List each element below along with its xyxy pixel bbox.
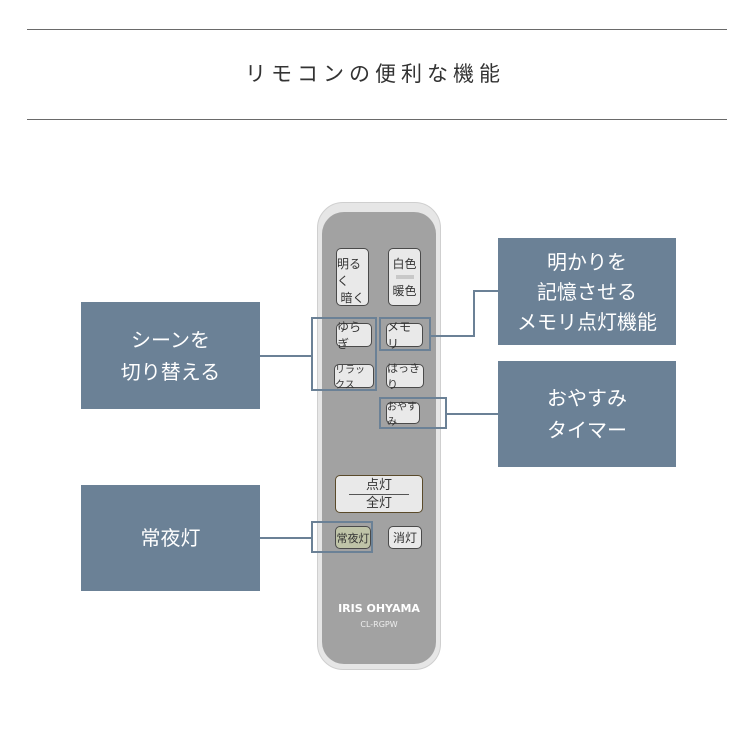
power-full-label: 全灯 [365, 495, 392, 511]
power-button[interactable]: 点灯 全灯 [335, 475, 423, 513]
brand-logo: IRIS OHYAMA [338, 602, 420, 615]
callout-sleep-timer: おやすみ タイマー [498, 361, 676, 467]
off-button[interactable]: 消灯 [388, 526, 422, 549]
callout-sleep-line-1: おやすみ [547, 386, 627, 410]
color-warm-label: 暖色 [392, 284, 417, 298]
callout-sleep-line-2: タイマー [547, 418, 627, 442]
callout-scene-line-2: 切り替える [120, 359, 221, 384]
relax-button[interactable]: リラックス [334, 364, 374, 391]
brightness-button[interactable]: 明るく 暗く [336, 248, 369, 306]
callout-memory: 明かりを 記憶させる メモリ点灯機能 [498, 238, 676, 345]
callout-memory-line-3: メモリ点灯機能 [517, 309, 657, 334]
power-on-label: 点灯 [365, 477, 392, 493]
color-divider [395, 275, 414, 279]
yuragi-button[interactable]: ゆらぎ [336, 320, 372, 351]
scene-highlight-frame [311, 317, 377, 391]
top-rule [27, 29, 727, 30]
callout-memory-line-1: 明かりを [547, 249, 627, 274]
brightness-down-label: 暗く [340, 291, 365, 305]
page-title: リモコンの便利な機能 [245, 62, 505, 86]
memory-connector [430, 290, 498, 337]
brightness-up-label: 明るく [337, 257, 362, 288]
callout-night-line-1: 常夜灯 [140, 526, 201, 550]
memory-highlight-frame [379, 317, 431, 351]
bottom-rule [27, 119, 727, 120]
hakkiri-button[interactable]: はっきり [386, 362, 424, 391]
color-button[interactable]: 白色 暖色 [388, 248, 421, 306]
oyasumi-button[interactable]: おやすみ [386, 402, 420, 428]
night-light-button[interactable]: 常夜灯 [335, 526, 371, 549]
oyasumi-highlight-frame [379, 397, 447, 429]
callout-scene-line-1: シーンを [131, 327, 210, 352]
model-number: CL-RGPW [360, 620, 398, 629]
memory-button[interactable]: メモリ [386, 320, 423, 351]
color-white-label: 白色 [392, 257, 417, 271]
night-highlight-frame [311, 521, 373, 553]
power-divider [349, 493, 409, 495]
callout-scene-switch: シーンを 切り替える [81, 302, 260, 409]
callout-night-light: 常夜灯 [81, 485, 260, 591]
callout-memory-line-2: 記憶させる [537, 279, 637, 304]
